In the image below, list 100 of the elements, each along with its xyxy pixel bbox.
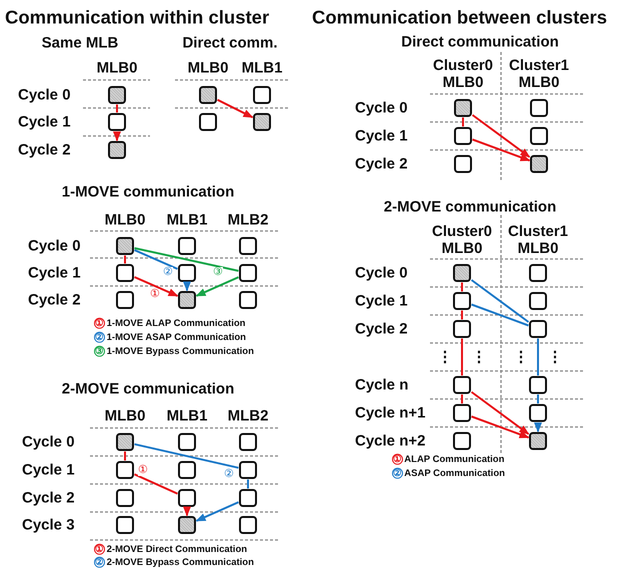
edge-label: ② [163,267,173,278]
legend-text: ① 2-MOVE Direct Communication [95,544,248,555]
legend-text: ① 1-MOVE ALAP Communication [95,318,246,329]
empty-square [453,404,471,422]
arrow [472,114,530,158]
shaded-square [199,86,217,104]
legend-text: ① ALAP Communication [393,454,504,465]
empty-square [239,516,257,534]
column-header: MLB2 [228,407,268,425]
panel-title: 2-MOVE communication [384,198,556,216]
row-label: Cycle 2 [355,155,408,173]
empty-square [178,489,196,507]
empty-square [239,489,257,507]
ellipsis-mark: ⋮ [514,348,528,366]
empty-square [116,461,134,479]
arrow [196,276,239,297]
empty-square [199,113,217,131]
row-label: Cycle 0 [22,433,75,451]
arrow [113,132,121,142]
edge-label: ① [150,289,160,300]
empty-square [530,127,548,145]
empty-square [454,127,472,145]
empty-square [529,320,547,338]
panel-title: Same MLB [42,34,118,52]
arrow [196,501,239,522]
shaded-square [530,155,548,173]
shaded-square [529,432,547,450]
empty-square [116,516,134,534]
empty-square [239,291,257,309]
empty-square [529,264,547,282]
column-header: Cluster1 MLB0 [506,222,570,258]
empty-square [239,433,257,451]
panel-title: Direct comm. [182,34,278,52]
column-header: MLB1 [166,407,208,425]
empty-square [453,292,471,310]
empty-square [178,433,196,451]
shaded-square [253,113,271,131]
empty-square [453,432,471,450]
column-header: Cluster0 MLB0 [432,56,494,92]
row-label: Cycle 1 [355,127,408,145]
empty-square [239,461,257,479]
empty-square [454,155,472,173]
panel-title: Direct communication [401,33,559,51]
empty-square [529,292,547,310]
empty-square [239,264,257,282]
column-header: Cluster1 MLB0 [508,56,570,92]
empty-square [529,376,547,394]
column-header: MLB0 [104,407,146,425]
column-header: MLB0 [104,211,146,229]
empty-square [453,320,471,338]
shaded-square [178,516,196,534]
empty-square [116,489,134,507]
row-label: Cycle 0 [28,237,81,255]
edge-label: ③ [213,267,223,278]
row-label: Cycle 1 [18,113,71,131]
legend-text: ② 1-MOVE ASAP Communication [95,332,246,343]
arrow [217,98,254,118]
shaded-square [108,141,126,159]
empty-square [453,376,471,394]
empty-square [529,404,547,422]
empty-square [178,237,196,255]
arrow [183,282,191,292]
row-label: Cycle 2 [22,489,75,507]
empty-square [239,237,257,255]
row-label: Cycle 2 [28,291,81,309]
empty-square [178,264,196,282]
row-label: Cycle 1 [28,264,81,282]
edge-label: ① [138,465,148,476]
column-header: MLB0 [188,59,228,77]
row-label: Cycle n+2 [355,432,426,450]
shaded-square [454,99,472,117]
edge-label: ② [224,469,234,480]
row-label: Cycle n [355,376,408,394]
legend-text: ③ 1-MOVE Bypass Communication [95,346,254,357]
arrow [183,506,191,516]
ellipsis-mark: ⋮ [472,348,486,366]
section-heading: Communication within cluster [5,6,270,28]
section-heading: Communication between clusters [312,6,608,28]
arrow [134,276,178,297]
column-header: MLB1 [242,59,282,77]
arrow [470,391,530,435]
empty-square [178,461,196,479]
column-header: MLB1 [166,211,208,229]
arrow [471,416,530,438]
ellipsis-mark: ⋮ [438,348,452,366]
empty-square [530,99,548,117]
column-header: MLB0 [96,59,138,77]
row-label: Cycle n+1 [355,404,426,422]
legend-text: ② 2-MOVE Bypass Communication [95,556,254,568]
row-label: Cycle 2 [18,141,71,159]
shaded-square [178,291,196,309]
row-label: Cycle 2 [355,320,408,338]
row-label: Cycle 0 [18,86,71,104]
row-label: Cycle 0 [355,264,408,282]
arrow [472,138,530,162]
row-label: Cycle 3 [22,516,75,534]
empty-square [108,113,126,131]
arrow [534,422,542,432]
row-label: Cycle 0 [355,99,408,117]
shaded-square [453,264,471,282]
